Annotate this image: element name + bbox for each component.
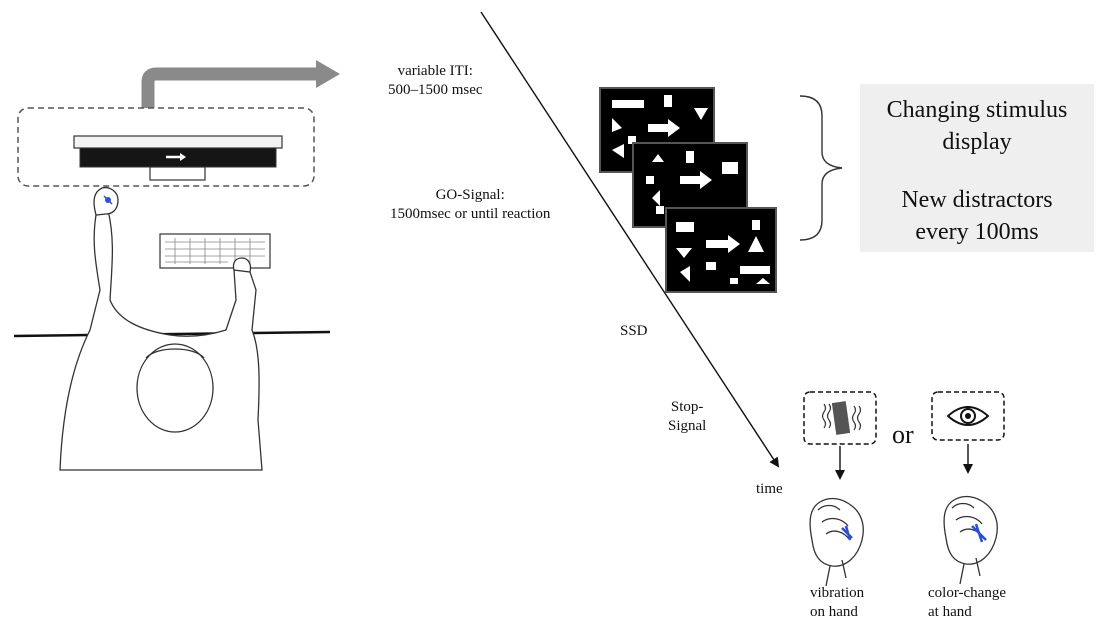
- vibration-icon: [831, 401, 851, 435]
- go-signal-line1: GO-Signal:: [435, 187, 505, 203]
- stimulus-display-3: [665, 207, 777, 293]
- table-edge: [13, 330, 331, 338]
- vibration-caption: vibration on hand: [810, 584, 864, 622]
- color-change-caption: color-change at hand: [928, 584, 1006, 622]
- participant-setup-illustration: [13, 60, 340, 471]
- go-signal-label: GO-Signal: 1500msec or until reaction: [390, 186, 550, 224]
- info-line1: Changing stimulus: [886, 97, 1068, 123]
- go-signal-line2: 1500msec or until reaction: [390, 206, 551, 222]
- grouping-brace: [799, 95, 843, 241]
- info-line3: New distractors: [901, 187, 1053, 213]
- timeline-arrow: [480, 11, 780, 468]
- info-line2: display: [942, 129, 1012, 155]
- flow-arrow: [141, 67, 318, 108]
- ssd-label: SSD: [620, 323, 648, 339]
- stop-signal-line1: Stop-: [670, 399, 704, 415]
- vibration-caption-line1: vibration: [810, 585, 865, 601]
- info-line4: every 100ms: [915, 219, 1039, 245]
- or-label: or: [892, 420, 914, 449]
- iti-label-line2: 500–1500 msec: [388, 82, 483, 98]
- eye-icon: [946, 406, 990, 426]
- head: [136, 343, 214, 433]
- monitor-dashed-box: [17, 107, 315, 187]
- hand-vibration-icon: [809, 497, 864, 587]
- hand-color-change-icon: [943, 495, 998, 585]
- stop-signal-label: Stop- Signal: [668, 398, 706, 436]
- eye-icon-box: [931, 391, 1005, 441]
- color-change-caption-line1: color-change: [928, 585, 1006, 601]
- monitor-icon: [73, 135, 283, 181]
- vibration-caption-line2: on hand: [810, 604, 858, 620]
- person-illustration: [59, 186, 263, 471]
- color-change-caption-line2: at hand: [928, 604, 972, 620]
- iti-label: variable ITI: 500–1500 msec: [388, 62, 483, 100]
- vibration-icon-box: [803, 391, 877, 445]
- iti-label-line1: variable ITI:: [397, 63, 473, 79]
- stop-signal-line2: Signal: [668, 418, 707, 434]
- info-box: Changing stimulus display New distractor…: [860, 84, 1094, 252]
- keyboard-icon: [159, 233, 271, 269]
- time-label: time: [756, 481, 783, 497]
